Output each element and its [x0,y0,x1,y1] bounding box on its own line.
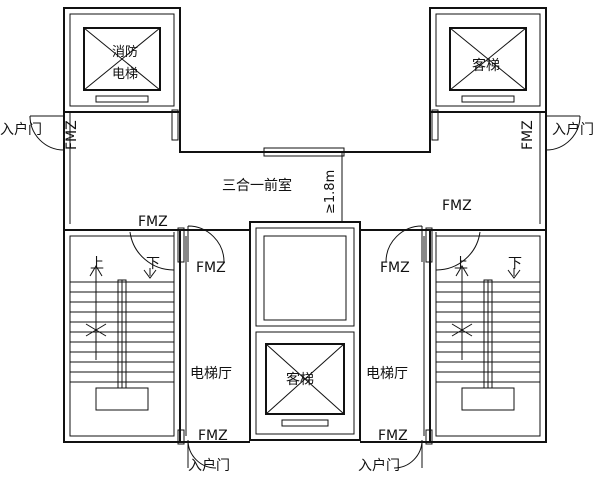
door-fm-stair-left: FMZ [138,214,168,230]
door-fm-hall-right: FMZ [380,260,410,276]
passenger-elevator-label-center: 客梯 [286,371,314,388]
passenger-elevator-shaft-center [265,343,345,427]
right-stair [436,265,540,411]
building-walls [63,7,547,443]
stair-up-left: 上 [90,256,104,272]
entry-door-label-bottom-right: 入户门 [358,457,400,474]
doors [29,115,581,469]
fire-elevator-shaft [83,27,161,103]
right-stair-treads [436,281,540,383]
elevator-hall-label-right: 电梯厅 [366,366,408,382]
entry-door-label-right: 入户门 [552,121,594,138]
door-fm-bottom-left: FMZ [198,428,228,444]
lobby-width-dimension [336,151,348,223]
stair-up-right: 上 [454,256,468,272]
door-fm-top-right: FMZ [520,120,536,150]
windows [171,109,439,157]
door-fm-hall-left: FMZ [196,260,226,276]
door-fm-stair-right: FMZ [442,198,472,214]
entry-door-label-left: 入户门 [0,121,42,138]
door-fm-top-left: FMZ [64,120,80,150]
passenger-elevator-label-right: 客梯 [472,57,500,74]
shaft-top-center [263,235,347,321]
left-stair-treads [70,281,174,383]
stair-down-right: 下 [508,256,522,272]
fire-elevator-label-1: 消防 [112,44,138,60]
min-width-label: ≥1.8m [323,170,338,214]
labels: 消防 电梯 客梯 三合一前室 ≥1.8m 电梯厅 电梯厅 客梯 FMZ FMZ … [0,44,594,474]
elevator-hall-label-left: 电梯厅 [190,366,232,382]
fire-elevator-label-2: 电梯 [112,67,138,82]
entry-door-label-bottom-left: 入户门 [188,457,230,474]
combined-lobby-label: 三合一前室 [222,177,292,194]
stair-down-left: 下 [146,256,160,272]
passenger-elevator-shaft-right [449,27,527,103]
door-fm-bottom-right: FMZ [378,428,408,444]
left-stair [70,265,174,411]
